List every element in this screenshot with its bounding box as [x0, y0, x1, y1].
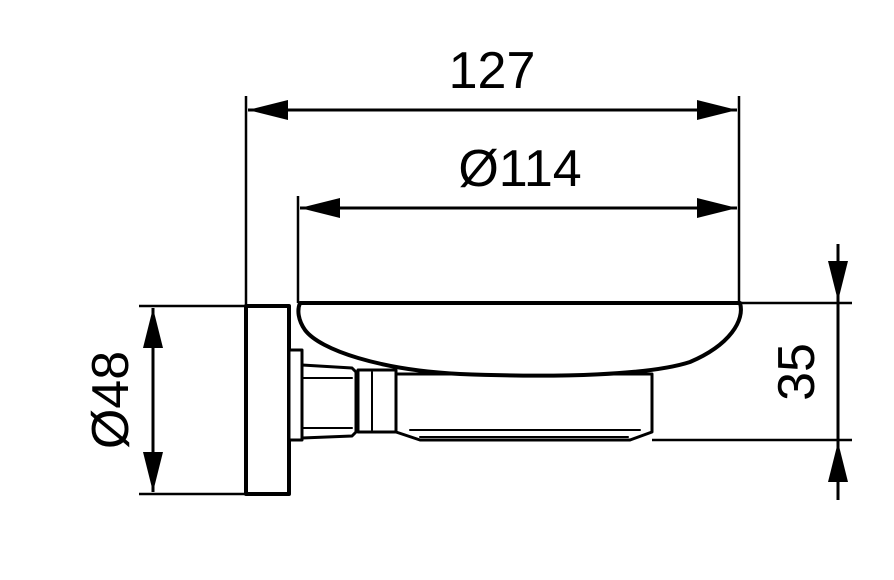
soap-dish-bowl — [296, 301, 743, 378]
holder-arm — [300, 363, 358, 440]
dimension-lines — [143, 100, 848, 500]
holder-base — [394, 372, 654, 442]
dim-label-114: Ø114 — [458, 140, 581, 198]
holder-clamp — [356, 368, 398, 434]
wall-plate — [244, 304, 291, 496]
soap-dish-outline — [244, 301, 743, 496]
dim-label-48: Ø48 — [82, 351, 140, 449]
dim-label-127: 127 — [449, 42, 536, 100]
dim-label-35: 35 — [768, 343, 826, 401]
extension-lines — [139, 96, 852, 496]
mounting-collar — [287, 348, 304, 442]
